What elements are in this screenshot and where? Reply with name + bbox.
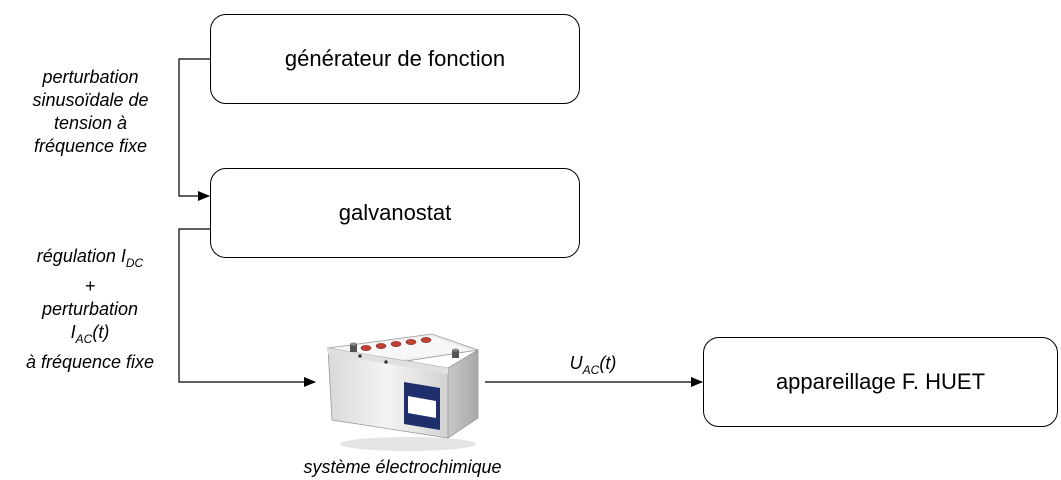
galvanostat-box: galvanostat xyxy=(210,168,580,258)
function-generator-label: générateur de fonction xyxy=(284,46,506,71)
perturbation-line-1: perturbation xyxy=(42,67,139,87)
arrow-galvanostat-to-battery xyxy=(178,228,316,387)
instrument-box: appareillage F. HUET xyxy=(703,337,1058,427)
regulation-line-5: à fréquence fixe xyxy=(25,352,155,372)
regulation-line-4: IAC(t) xyxy=(70,322,110,346)
regulation-line-2: + xyxy=(84,276,96,296)
perturbation-line-4: fréquence fixe xyxy=(33,136,148,156)
signal-label: UAC(t) xyxy=(569,353,617,377)
instrument-label: appareillage F. HUET xyxy=(775,369,986,394)
regulation-line-3: perturbation xyxy=(41,299,139,319)
perturbation-line-2: sinusoïdale de xyxy=(32,90,149,110)
regulation-line-1: régulation IDC xyxy=(36,246,144,270)
arrow-generator-to-galvanostat xyxy=(178,58,210,201)
perturbation-line-3: tension à xyxy=(53,113,128,133)
car-battery-icon xyxy=(326,333,479,451)
function-generator-box: générateur de fonction xyxy=(210,14,580,104)
galvanostat-label: galvanostat xyxy=(338,200,452,225)
perturbation-annotation: perturbation sinusoïdale de tension à fr… xyxy=(8,66,173,158)
system-caption: système électrochimique xyxy=(303,457,502,477)
regulation-annotation: régulation IDC + perturbation IAC(t) à f… xyxy=(4,245,176,374)
